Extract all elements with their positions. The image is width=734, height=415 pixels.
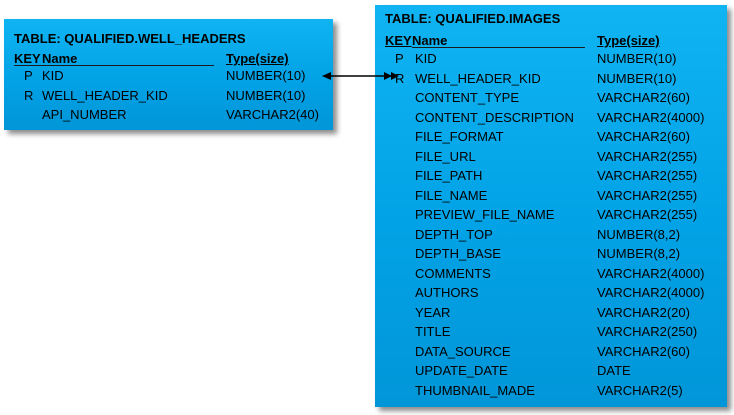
key-column-header: KEY [385, 33, 412, 48]
table-row: P KID NUMBER(10) [4, 66, 333, 85]
name-cell: THUMBNAIL_MADE [415, 382, 535, 398]
name-cell: WELL_HEADER_KID [42, 87, 168, 103]
name-cell: PREVIEW_FILE_NAME [415, 207, 555, 222]
name-cell: AUTHORS [415, 285, 479, 300]
table-row: R WELL_HEADER_KID NUMBER(10) [4, 86, 333, 105]
type-cell: NUMBER(10) [597, 51, 677, 66]
type-column-header: Type(size) [226, 51, 289, 66]
table-row: COMMENTS VARCHAR2(4000) [375, 264, 727, 283]
key-cell: R [395, 70, 405, 86]
name-cell: UPDATE_DATE [415, 363, 508, 378]
table-row: FILE_PATH VARCHAR2(255) [375, 166, 727, 185]
type-cell: VARCHAR2(255) [597, 148, 698, 164]
name-cell: WELL_HEADER_KID [415, 70, 541, 86]
type-cell: VARCHAR2(60) [597, 90, 690, 105]
name-cell: FILE_FORMAT [415, 129, 504, 144]
type-cell: VARCHAR2(255) [597, 168, 698, 183]
table-row: PREVIEW_FILE_NAME VARCHAR2(255) [375, 205, 727, 224]
name-column-header: Name [412, 33, 448, 48]
table-row: DEPTH_BASE NUMBER(8,2) [375, 244, 727, 263]
name-cell: KID [415, 51, 437, 66]
name-cell: DEPTH_TOP [415, 226, 493, 242]
type-cell: NUMBER(10) [226, 68, 306, 83]
header-underline [14, 65, 214, 66]
type-cell: VARCHAR2(255) [597, 187, 698, 203]
name-cell: API_NUMBER [42, 107, 127, 123]
table-row: AUTHORS VARCHAR2(4000) [375, 283, 727, 302]
type-cell: VARCHAR2(4000) [597, 109, 705, 125]
table-row: R WELL_HEADER_KID NUMBER(10) [375, 69, 727, 88]
type-cell: VARCHAR2(4000) [597, 285, 705, 300]
table-row: TITLE VARCHAR2(250) [375, 322, 727, 341]
name-cell: KID [42, 68, 64, 83]
name-cell: YEAR [415, 304, 451, 320]
table-row: DATA_SOURCE VARCHAR2(60) [375, 342, 727, 361]
name-cell: TITLE [415, 324, 451, 339]
key-column-header: KEY [14, 51, 41, 66]
type-cell: DATE [597, 363, 631, 378]
type-cell: NUMBER(8,2) [597, 226, 681, 242]
type-cell: NUMBER(10) [597, 70, 677, 86]
name-cell: FILE_URL [415, 148, 476, 164]
name-cell: FILE_PATH [415, 168, 483, 183]
table-row: THUMBNAIL_MADE VARCHAR2(5) [375, 381, 727, 400]
name-column-header: Name [42, 51, 78, 66]
table-row: API_NUMBER VARCHAR2(40) [4, 105, 333, 124]
name-cell: CONTENT_TYPE [415, 90, 520, 105]
table-row: FILE_FORMAT VARCHAR2(60) [375, 127, 727, 146]
type-cell: VARCHAR2(4000) [597, 265, 705, 281]
table-row: YEAR VARCHAR2(20) [375, 303, 727, 322]
table-row: CONTENT_DESCRIPTION VARCHAR2(4000) [375, 108, 727, 127]
type-cell: VARCHAR2(250) [597, 324, 698, 339]
type-cell: VARCHAR2(60) [597, 129, 690, 144]
table-row: CONTENT_TYPE VARCHAR2(60) [375, 88, 727, 107]
name-cell: DATA_SOURCE [415, 343, 511, 359]
table-row: P KID NUMBER(10) [375, 49, 727, 68]
key-cell: P [395, 51, 404, 66]
type-cell: NUMBER(8,2) [597, 246, 681, 261]
table-row: FILE_NAME VARCHAR2(255) [375, 186, 727, 205]
images-table: TABLE: QUALIFIED.IMAGES KEY Name Type(si… [375, 5, 727, 407]
type-cell: VARCHAR2(40) [226, 107, 319, 123]
type-column-header: Type(size) [597, 33, 660, 48]
table-row: FILE_URL VARCHAR2(255) [375, 147, 727, 166]
type-cell: NUMBER(10) [226, 87, 306, 103]
table-row: DEPTH_TOP NUMBER(8,2) [375, 225, 727, 244]
type-cell: VARCHAR2(60) [597, 343, 690, 359]
table-row: UPDATE_DATE DATE [375, 361, 727, 380]
name-cell: FILE_NAME [415, 187, 488, 203]
key-cell: P [24, 68, 33, 83]
type-cell: VARCHAR2(255) [597, 207, 698, 222]
table-title: TABLE: QUALIFIED.WELL_HEADERS [14, 31, 246, 46]
name-cell: DEPTH_BASE [415, 246, 501, 261]
type-cell: VARCHAR2(20) [597, 304, 690, 320]
table-title: TABLE: QUALIFIED.IMAGES [385, 11, 561, 26]
type-cell: VARCHAR2(5) [597, 382, 683, 398]
header-underline [412, 47, 585, 48]
well-headers-table: TABLE: QUALIFIED.WELL_HEADERS KEY Name T… [4, 19, 333, 130]
name-cell: COMMENTS [415, 265, 491, 281]
name-cell: CONTENT_DESCRIPTION [415, 109, 574, 125]
key-cell: R [24, 87, 34, 103]
